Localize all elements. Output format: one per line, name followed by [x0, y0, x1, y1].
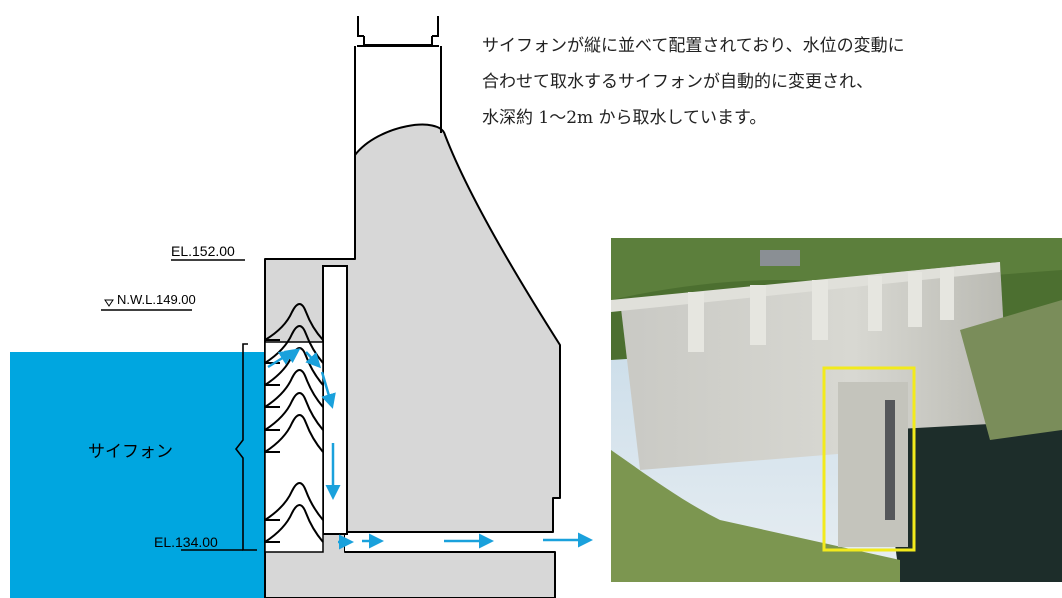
label-el-top: EL.152.00	[171, 243, 235, 259]
water-level-triangle-icon	[104, 299, 114, 307]
reservoir-water	[10, 352, 265, 598]
description-line-2: 合わせて取水するサイフォンが自動的に変更され、	[482, 72, 874, 92]
label-nwl: N.W.L.149.00	[117, 292, 196, 307]
gate-tower	[354, 16, 442, 155]
intake-shaft	[322, 265, 348, 535]
flow-arrow	[320, 371, 336, 409]
label-el-bottom: EL.134.00	[154, 534, 218, 550]
description-line-3: 水深約 1〜2m から取水しています。	[482, 108, 767, 128]
flow-arrow	[305, 351, 322, 369]
label-siphon: サイフォン	[88, 442, 173, 462]
flow-arrows	[267, 348, 593, 550]
intake-highlight-box	[822, 366, 916, 552]
description-text: サイフォンが縦に並べて配置されており、水位の変動に 合わせて取水するサイフォンが…	[482, 28, 1062, 136]
description-line-1: サイフォンが縦に並べて配置されており、水位の変動に	[482, 36, 905, 56]
dam-photo	[611, 238, 1062, 582]
siphon-bells	[264, 303, 324, 543]
flow-arrow	[283, 348, 301, 364]
